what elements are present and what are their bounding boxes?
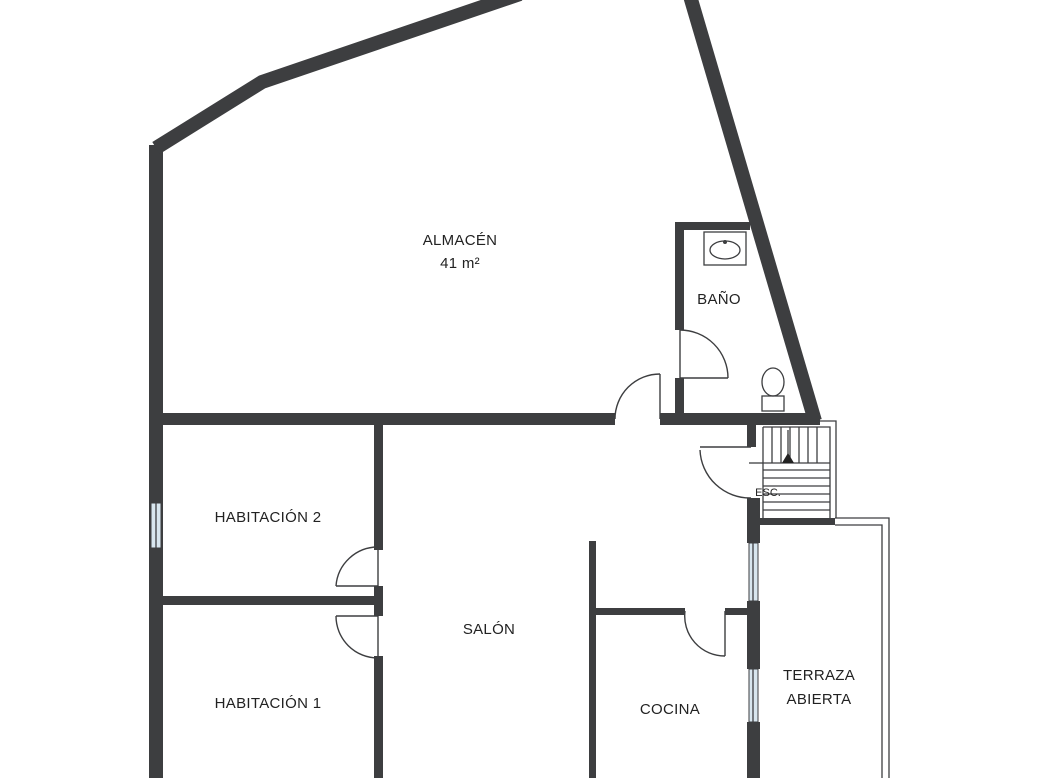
wall-almacen-bottom-right (660, 413, 820, 425)
label-habitacion-2: HABITACIÓN 2 (215, 509, 322, 526)
wall-hab-salon-lower (374, 656, 383, 778)
door-bano (679, 329, 729, 379)
label-salon: SALÓN (463, 621, 515, 638)
wall-bano-top (675, 222, 750, 230)
wall-bano-left-upper (675, 222, 684, 330)
wall-terraza-left-b (747, 601, 760, 669)
toilet-icon (761, 367, 785, 412)
label-almacen: ALMACÉN (423, 232, 498, 249)
exterior-wall-right-diagonal (683, 0, 822, 423)
wall-cocina-top-right (725, 608, 753, 615)
wall-terraza-top (760, 518, 835, 525)
wall-almacen-bottom-left (149, 413, 615, 425)
door-cocina (683, 610, 726, 657)
wall-cocina-left (589, 541, 596, 778)
door-almacen-salon (614, 373, 661, 420)
wall-terraza-left-a (747, 498, 760, 543)
label-escalera: ESC. (755, 487, 781, 499)
label-terraza-line2: ABIERTA (787, 691, 852, 708)
exterior-wall-left (149, 145, 163, 778)
terraza-railing-inner (835, 524, 883, 778)
door-habitacion-2 (335, 546, 379, 587)
label-cocina: COCINA (640, 701, 700, 718)
wall-terraza-left-c (747, 722, 760, 778)
wall-esc-left-upper (747, 425, 756, 447)
wall-cocina-top-left (589, 608, 685, 615)
label-habitacion-1: HABITACIÓN 1 (215, 695, 322, 712)
exterior-wall-top-slant (152, 0, 523, 154)
wall-hab2-hab1 (156, 596, 381, 605)
wall-bano-left-lower (675, 378, 684, 420)
door-escalera (699, 446, 752, 499)
wall-hab-salon-upper (374, 420, 383, 550)
door-habitacion-1 (335, 615, 379, 659)
label-almacen-area: 41 m² (440, 255, 480, 272)
sink-icon (703, 231, 747, 266)
terraza-railing-outer (835, 517, 890, 778)
label-bano: BAÑO (697, 291, 741, 308)
stair-direction-arrow-icon (782, 453, 794, 463)
staircase (749, 420, 837, 518)
label-terraza-line1: TERRAZA (783, 667, 855, 684)
